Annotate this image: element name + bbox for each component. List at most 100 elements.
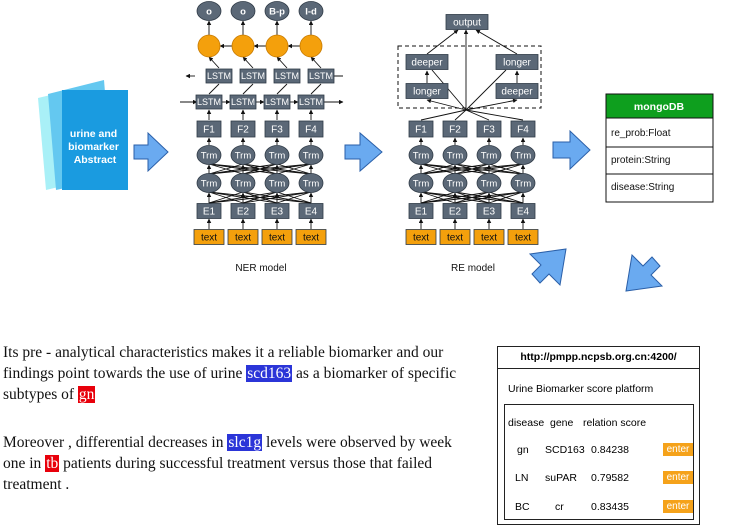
ner-embedding-3: E3 [264,203,290,219]
node-label: LSTM [265,97,289,107]
re-text-input: text [405,229,437,245]
node-label: Trm [235,179,252,190]
score-table: disease gene relation score gn SCD163 0.… [504,404,694,520]
node-label: I-d [305,7,317,18]
node-label: text [303,233,319,244]
abstract-sentence-1: Its pre - analytical characteristics mak… [3,342,481,405]
node-label: text [413,233,429,244]
column-header-relation-score: relation score [583,417,647,429]
re-longer-right: longer [495,54,539,70]
mongodb-field: disease:String [611,182,674,193]
score-platform-panel: http://pmpp.ncpsb.org.cn:4200/ Urine Bio… [497,346,700,525]
flow-arrow-up [528,248,567,287]
node-label: F1 [415,125,427,136]
node-label: Trm [447,179,464,190]
node-label: text [235,233,251,244]
node-label: F4 [517,125,529,136]
re-text-input: text [473,229,505,245]
node-label: E2 [237,207,250,218]
node-label: output [453,18,481,29]
sentence-text: levels were observed by week one in [3,434,452,472]
node-label: LSTM [241,71,265,81]
abstract-sentence-2: Moreover , differential decreases in slc… [3,432,478,495]
node-label: F3 [271,125,283,136]
node-label: LSTM [309,71,333,81]
sentence-text: as a biomarker of specific subtypes of [3,365,457,403]
ner-embedding-2: E2 [230,203,256,219]
node-label: longer [413,87,441,98]
re-transformer-lower: Trm [510,173,536,193]
node-label: Trm [515,151,532,162]
ner-lstm-backward: LSTM [205,68,233,84]
enter-button[interactable]: enter [663,500,693,513]
ner-text-input: text [227,229,259,245]
ner-concat-node [231,34,255,58]
re-embedding-2: E2 [442,203,468,219]
node-label: E3 [483,207,496,218]
re-transformer-lower: Trm [442,173,468,193]
node-label: Trm [303,151,320,162]
node-label: Trm [481,151,498,162]
node-label: LSTM [275,71,299,81]
ner-transformer-lower: Trm [264,173,290,193]
re-model: textE1TrmTrmF1textE2TrmTrmF2textE3TrmTrm… [397,14,542,274]
node-label: E4 [305,207,318,218]
flow-arrow-down [625,253,664,292]
row-gene: SCD163 [545,444,585,456]
flow-arrow-2 [344,131,383,173]
protein-entity-highlight: scd163 [246,365,293,382]
node-label: text [269,233,285,244]
ner-output-tag: o [230,1,256,21]
ner-text-input: text [193,229,225,245]
node-label: LSTM [231,97,255,107]
node-label: B-p [269,7,285,18]
platform-title: Urine Biomarker score platform [508,383,654,395]
re-text-input: text [507,229,539,245]
ner-transformer-lower: Trm [298,173,324,193]
node-label: o [240,7,246,18]
sentence-text: Its pre - analytical characteristics mak… [3,344,444,382]
ner-transformer-lower: Trm [230,173,256,193]
sentence-text: Moreover , differential decreases in [3,434,228,451]
re-embedding-1: E1 [408,203,434,219]
node-label: E1 [415,207,428,218]
column-header-disease: disease [508,417,545,429]
ner-text-input: text [295,229,327,245]
node-label: E2 [449,207,462,218]
re-caption: RE model [451,263,495,274]
re-embedding-3: E3 [476,203,502,219]
mongodb-field: re_prob:Float [611,128,671,139]
ner-lstm-forward: LSTM [195,94,223,110]
node-label: LSTM [299,97,323,107]
ner-transformer-upper: Trm [298,145,324,165]
ner-lstm-forward: LSTM [229,94,257,110]
node-label: LSTM [207,71,231,81]
pipeline-diagram: urine and biomarker Abstract textE1TrmTr… [38,1,714,292]
enter-button[interactable]: enter [663,471,693,484]
node-label: Trm [413,151,430,162]
ner-concat-node [197,34,221,58]
ner-lstm-backward: LSTM [239,68,267,84]
disease-entity-highlight: gn [77,386,96,403]
platform-url[interactable]: http://pmpp.ncpsb.org.cn:4200/ [498,347,699,369]
re-deep-module-frame [397,45,542,109]
node-label: Trm [447,151,464,162]
node-label: longer [503,58,531,69]
re-feature-1: F1 [408,120,434,138]
re-longer-left: longer [405,83,449,99]
node-label: Trm [515,179,532,190]
node-label: Trm [201,151,218,162]
re-transformer-lower: Trm [408,173,434,193]
node-label: E1 [203,207,216,218]
ner-transformer-lower: Trm [196,173,222,193]
ner-caption: NER model [235,263,286,274]
row-disease: BC [515,501,530,513]
ner-output-tag: I-d [298,1,324,21]
re-transformer-upper: Trm [408,145,434,165]
enter-button[interactable]: enter [663,443,693,456]
re-feature-4: F4 [510,120,536,138]
abstract-document-icon: urine and biomarker Abstract [38,80,128,190]
re-feature-2: F2 [442,120,468,138]
node-label: text [447,233,463,244]
node-label: F2 [237,125,249,136]
